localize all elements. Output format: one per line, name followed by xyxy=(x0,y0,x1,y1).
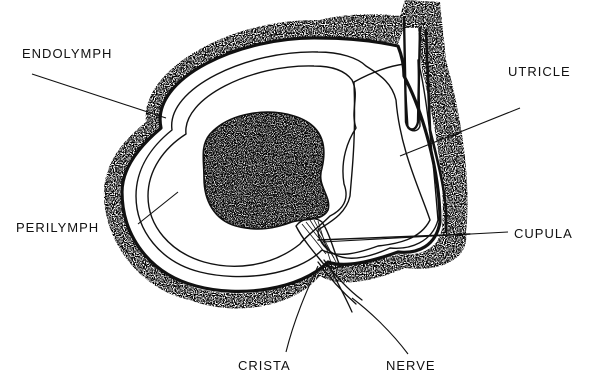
label-endolymph: ENDOLYMPH xyxy=(22,46,112,61)
label-crista: CRISTA xyxy=(238,358,291,373)
label-perilymph: PERILYMPH xyxy=(16,220,99,235)
leader-nerve xyxy=(352,298,408,354)
leader-endolymph xyxy=(32,74,166,118)
label-cupula: CUPULA xyxy=(514,226,573,241)
central-bone xyxy=(203,112,328,229)
label-nerve: NERVE xyxy=(386,358,436,373)
label-utricle: UTRICLE xyxy=(508,64,571,79)
